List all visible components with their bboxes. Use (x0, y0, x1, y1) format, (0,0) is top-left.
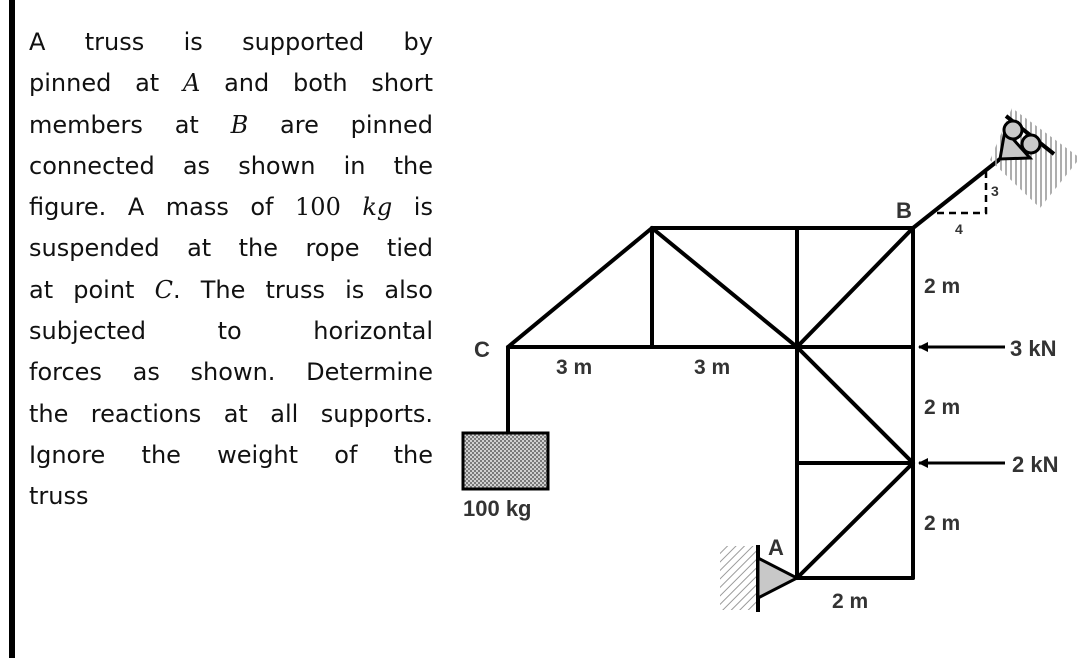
text-line-11: Ignore the weight of the (29, 440, 433, 469)
roller-support-icon (990, 108, 1080, 208)
node-label-b: B (896, 198, 912, 223)
slope-run-label: 4 (955, 221, 963, 237)
text-line-1: A truss is supported by (29, 28, 433, 56)
text-line-10: the reactions at all supports. (29, 399, 433, 428)
text-line-6: suspended at the rope tied (29, 234, 433, 263)
text-line-2: pinned at A and both short (29, 69, 433, 98)
truss-members (506, 226, 915, 580)
slope-rise-label: 3 (991, 183, 999, 199)
mass-label: 100 kg (463, 496, 532, 521)
mass-block-icon (461, 431, 550, 491)
problem-statement: A truss is supported by pinned at A and … (29, 22, 433, 518)
text-line-5: figure. A mass of 100 kg is (29, 193, 433, 222)
node-label-a: A (768, 535, 784, 560)
dim-label-2m-bottom: 2 m (832, 590, 868, 613)
dim-label-2m-middle: 2 m (924, 396, 960, 419)
node-label-c: C (474, 337, 490, 362)
load-label-2kn: 2 kN (1012, 452, 1058, 477)
text-line-8: subjected to horizontal (29, 317, 433, 346)
inclined-link (911, 157, 1002, 230)
text-line-9: forces as shown. Determine (29, 358, 433, 387)
text-line-12: truss (29, 482, 89, 511)
load-label-3kn: 3 kN (1010, 336, 1056, 361)
text-line-4: connected as shown in the (29, 151, 433, 180)
dim-label-3m-left: 3 m (556, 356, 592, 379)
pin-support-icon (720, 545, 801, 612)
text-line-3: members at B are pinned (29, 110, 433, 139)
dim-label-2m-lower: 2 m (924, 512, 960, 535)
dim-label-3m-right: 3 m (694, 356, 730, 379)
slope-triangle (937, 172, 988, 215)
dim-label-2m-upper: 2 m (924, 275, 960, 298)
left-border-bar (9, 0, 15, 658)
text-line-7: at point C. The truss is also (29, 275, 433, 304)
